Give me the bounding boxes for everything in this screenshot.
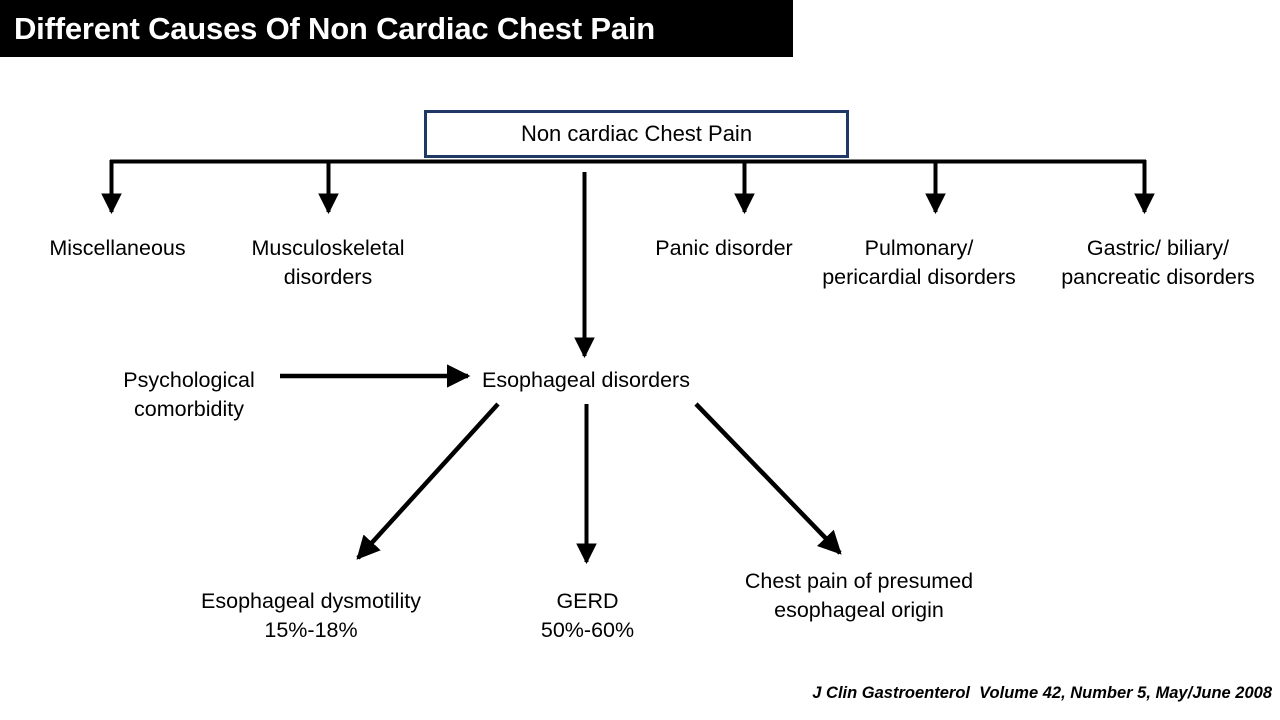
- node-pulmonary-pericardial-disorders[interactable]: Pulmonary/ pericardial disorders: [822, 236, 1016, 289]
- node-esophageal-dysmotility[interactable]: Esophageal dysmotility 15%-18%: [201, 589, 421, 642]
- title-banner: Different Causes Of Non Cardiac Chest Pa…: [0, 0, 793, 57]
- arrow-to-esophageal-dysmotility: [356, 402, 500, 560]
- node-gastric-biliary-pancreatic-disorders[interactable]: Gastric/ biliary/ pancreatic disorders: [1061, 236, 1255, 289]
- node-gerd[interactable]: GERD 50%-60%: [540, 589, 635, 642]
- node-psychological-comorbidity[interactable]: Psychological comorbidity: [123, 368, 255, 421]
- page-title: Different Causes Of Non Cardiac Chest Pa…: [14, 11, 656, 46]
- node-musculoskeletal-disorders[interactable]: Musculoskeletal disorders: [251, 236, 405, 289]
- node-non-cardiac-chest-pain[interactable]: Non cardiac Chest Pain: [424, 110, 849, 158]
- node-miscellaneous[interactable]: Miscellaneous: [49, 236, 186, 260]
- node-chest-pain-presumed-esophageal-origin[interactable]: Chest pain of presumed esophageal origin: [744, 569, 974, 622]
- citation: J Clin Gastroenterol Volume 42, Number 5…: [812, 684, 1272, 702]
- arrow-to-chest-pain-presumed: [694, 402, 842, 555]
- node-esophageal-disorders[interactable]: Esophageal disorders: [482, 368, 690, 392]
- node-panic-disorder[interactable]: Panic disorder: [655, 236, 793, 260]
- node-label: Non cardiac Chest Pain: [520, 121, 753, 146]
